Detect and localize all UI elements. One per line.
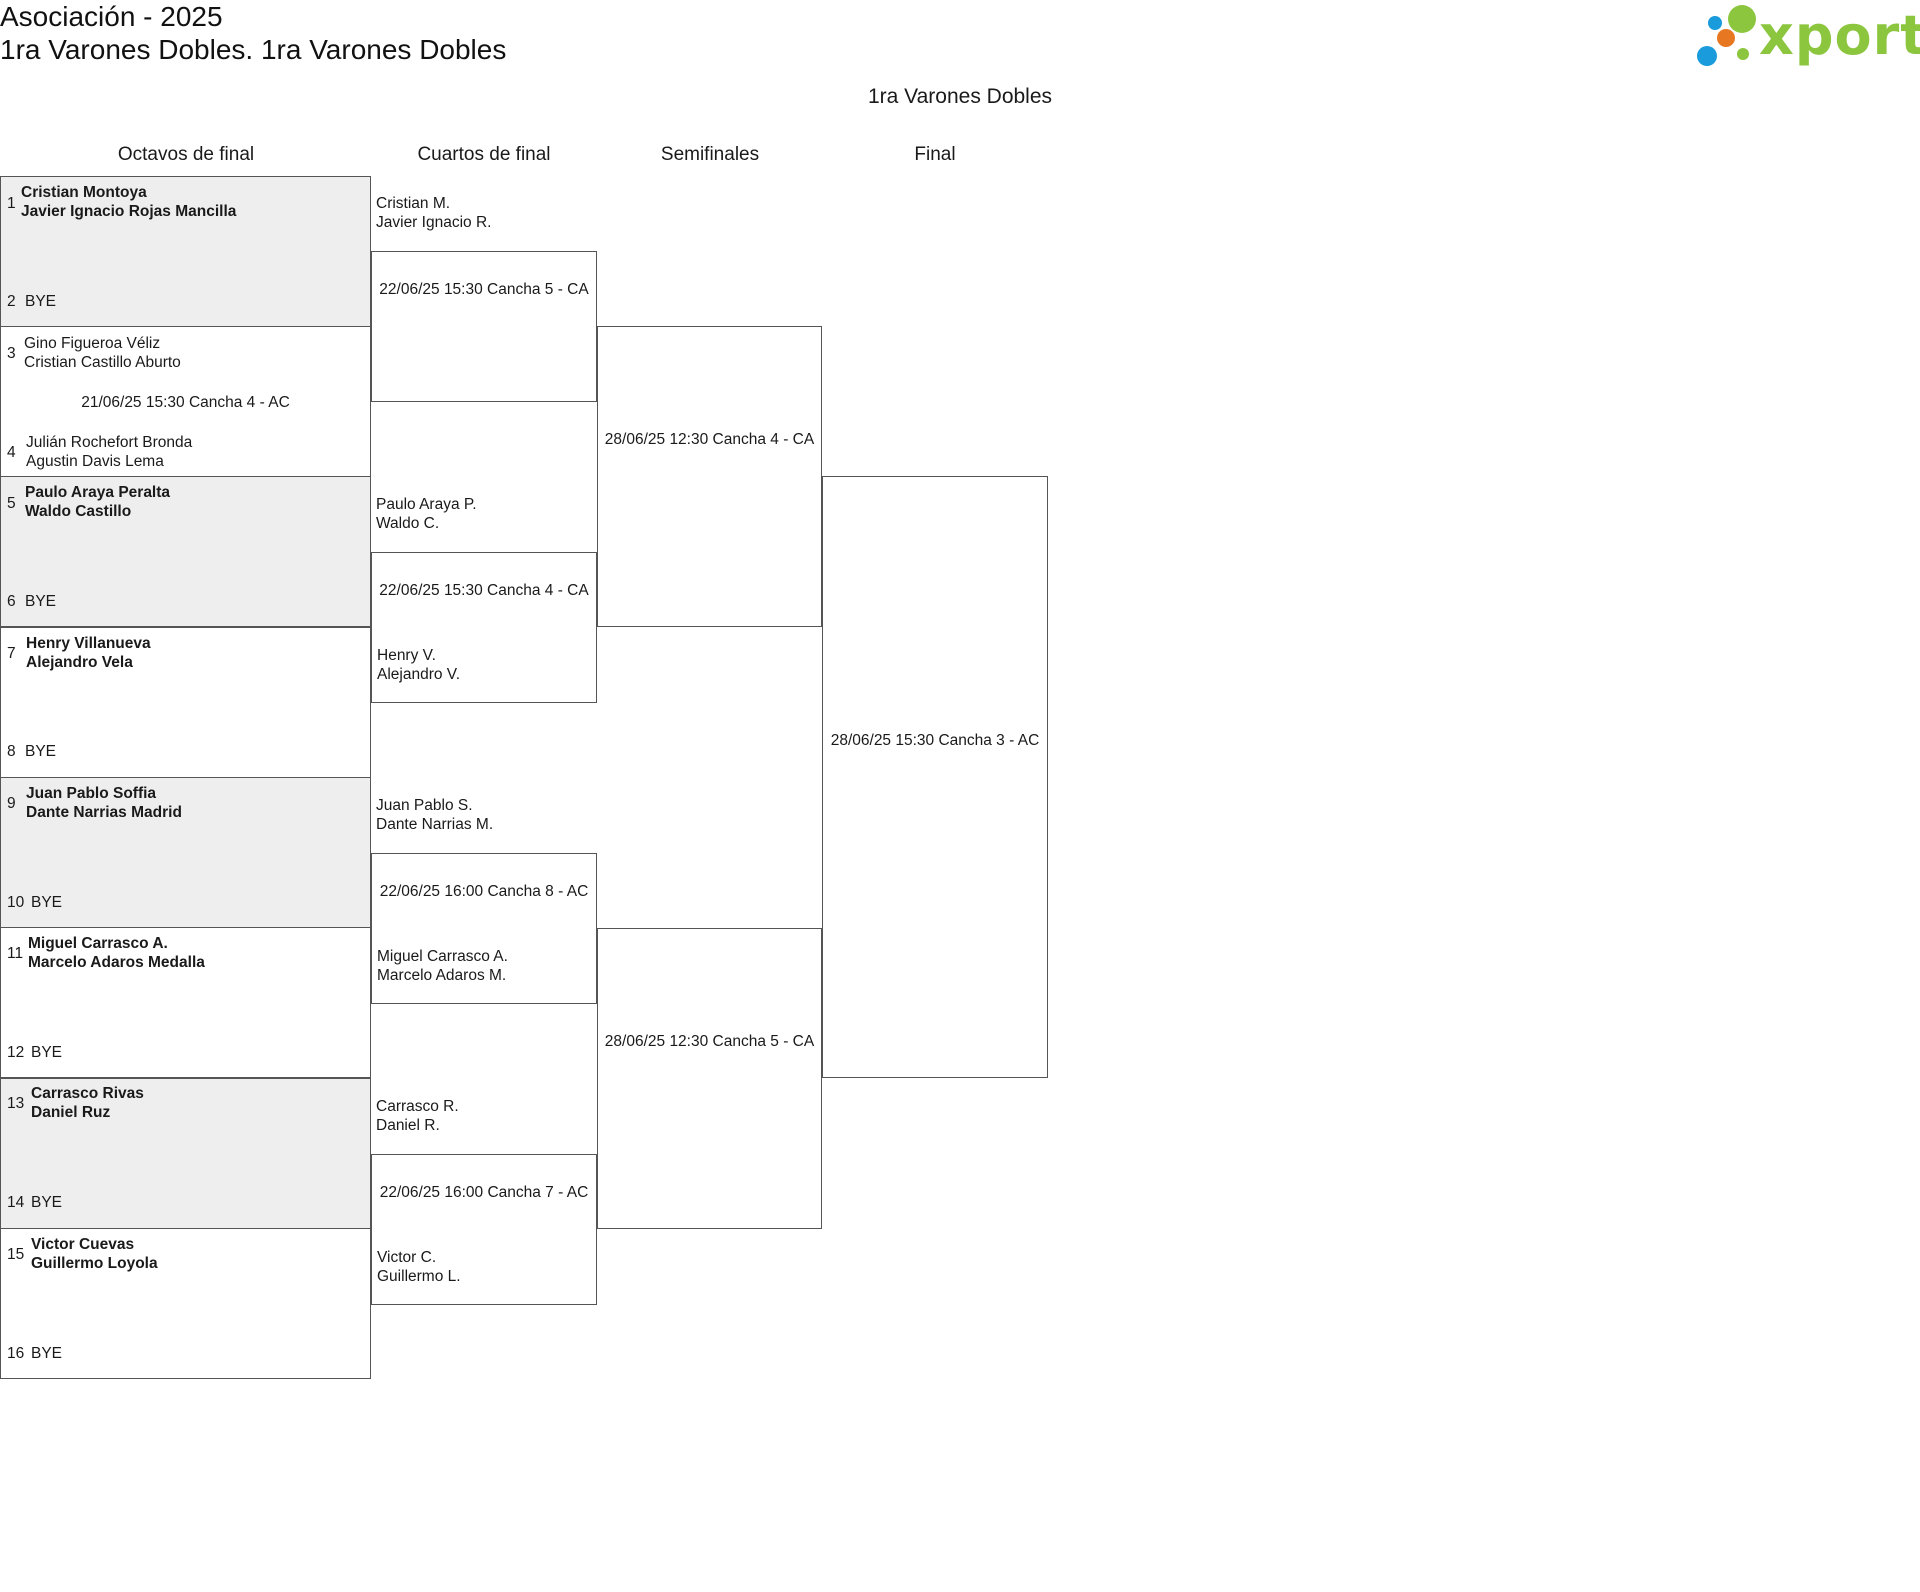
match-schedule: 22/06/25 16:00 Cancha 8 - AC: [379, 883, 589, 900]
seed-number: 8: [7, 743, 16, 760]
player-name: BYE: [25, 293, 57, 310]
semifinal-match-2[interactable]: 28/06/25 12:30 Cancha 5 - CA: [597, 928, 822, 1229]
qf-player-name: Carrasco R.: [376, 1098, 459, 1115]
logo-blue-dot-icon: [1697, 46, 1717, 66]
player-name: Marcelo Adaros Medalla: [28, 954, 205, 971]
octavos-match-4[interactable]: 7 Henry Villanueva Alejandro Vela 8 BYE: [0, 627, 371, 778]
qf-player-name: Daniel R.: [376, 1117, 440, 1134]
match-schedule: 22/06/25 15:30 Cancha 4 - CA: [379, 582, 589, 599]
seed-number: 16: [7, 1345, 25, 1362]
player-name: Cristian Montoya: [21, 184, 147, 201]
qf-player-name: Miguel Carrasco A.: [377, 948, 508, 965]
player-name: Daniel Ruz: [31, 1104, 111, 1121]
seed-number: 3: [7, 345, 16, 362]
logo-green-dot-icon: [1728, 5, 1756, 33]
match-schedule: 21/06/25 15:30 Cancha 4 - AC: [81, 394, 290, 411]
qf-player-name: Alejandro V.: [377, 666, 461, 683]
seed-number: 11: [7, 945, 24, 962]
qf-player-name: Waldo C.: [376, 515, 440, 532]
player-name: BYE: [31, 1194, 63, 1211]
player-name: Javier Ignacio Rojas Mancilla: [21, 203, 237, 220]
round-label-semifinales: Semifinales: [660, 144, 760, 165]
player-name: BYE: [31, 894, 63, 911]
player-name: Guillermo Loyola: [31, 1255, 158, 1272]
player-name: BYE: [31, 1044, 63, 1061]
cuartos-match-4[interactable]: 22/06/25 16:00 Cancha 7 - AC Victor C. G…: [371, 1154, 597, 1305]
octavos-match-3[interactable]: 5 Paulo Araya Peralta Waldo Castillo 6 B…: [0, 476, 371, 627]
semifinal-match-1[interactable]: 28/06/25 12:30 Cancha 4 - CA: [597, 326, 822, 627]
qf-player-name: Marcelo Adaros M.: [377, 967, 507, 984]
player-name: Alejandro Vela: [26, 654, 133, 671]
cuartos-match-1[interactable]: 22/06/25 15:30 Cancha 5 - CA: [371, 251, 597, 402]
player-name: Victor Cuevas: [31, 1236, 135, 1253]
seed-number: 12: [7, 1044, 25, 1061]
seed-number: 13: [7, 1095, 25, 1112]
player-name: Dante Narrias Madrid: [26, 804, 182, 821]
seed-number: 5: [7, 495, 16, 512]
cuartos-match-3[interactable]: 22/06/25 16:00 Cancha 8 - AC Miguel Carr…: [371, 853, 597, 1004]
logo-green-dot-small-icon: [1737, 48, 1749, 60]
seed-number: 9: [7, 795, 16, 812]
cuartos-match-2[interactable]: 22/06/25 15:30 Cancha 4 - CA Henry V. Al…: [371, 552, 597, 703]
player-name: Carrasco Rivas: [31, 1085, 144, 1102]
round-label-cuartos: Cuartos de final: [417, 144, 551, 165]
octavos-match-6[interactable]: 11 Miguel Carrasco A. Marcelo Adaros Med…: [0, 927, 371, 1078]
qf-player-name: Javier Ignacio R.: [376, 214, 492, 231]
player-name: Juan Pablo Soffia: [26, 785, 157, 802]
seed-number: 10: [7, 894, 25, 911]
category-title: 1ra Varones Dobles. 1ra Varones Dobles: [0, 34, 507, 65]
final-match[interactable]: 28/06/25 15:30 Cancha 3 - AC: [822, 476, 1048, 1078]
player-name: BYE: [25, 743, 57, 760]
octavos-match-5[interactable]: 9 Juan Pablo Soffia Dante Narrias Madrid…: [0, 777, 371, 928]
seed-number: 1: [7, 195, 16, 212]
match-schedule: 28/06/25 15:30 Cancha 3 - AC: [830, 732, 1040, 749]
seed-number: 6: [7, 593, 16, 610]
octavos-match-8[interactable]: 15 Victor Cuevas Guillermo Loyola 16 BYE: [0, 1228, 371, 1379]
qf-player-name: Guillermo L.: [377, 1268, 461, 1285]
player-name: Gino Figueroa Véliz: [24, 335, 161, 352]
association-title: Asociación - 2025: [0, 1, 223, 32]
player-name: Cristian Castillo Aburto: [24, 354, 181, 371]
logo-text: xporty: [1759, 4, 1920, 67]
qf-player-name: Juan Pablo S.: [376, 797, 473, 814]
player-name: BYE: [25, 593, 57, 610]
seed-number: 15: [7, 1246, 25, 1263]
seed-number: 14: [7, 1194, 25, 1211]
player-name: Julián Rochefort Bronda: [26, 434, 193, 451]
player-name: Paulo Araya Peralta: [25, 484, 171, 501]
logo-blue-dot-small-icon: [1708, 16, 1722, 30]
qf-player-name: Cristian M.: [376, 195, 451, 212]
player-name: Miguel Carrasco A.: [28, 935, 168, 952]
player-name: Waldo Castillo: [25, 503, 132, 520]
round-label-final: Final: [914, 144, 956, 165]
player-name: BYE: [31, 1345, 63, 1362]
qf-player-name: Dante Narrias M.: [376, 816, 494, 833]
match-schedule: 22/06/25 15:30 Cancha 5 - CA: [379, 281, 589, 298]
seed-number: 4: [7, 444, 16, 461]
match-schedule: 22/06/25 16:00 Cancha 7 - AC: [379, 1184, 589, 1201]
match-schedule: 28/06/25 12:30 Cancha 4 - CA: [604, 431, 815, 448]
player-name: Agustin Davis Lema: [26, 453, 164, 470]
match-schedule: 28/06/25 12:30 Cancha 5 - CA: [604, 1033, 815, 1050]
octavos-match-7[interactable]: 13 Carrasco Rivas Daniel Ruz 14 BYE: [0, 1078, 371, 1229]
qf-player-name: Paulo Araya P.: [376, 496, 477, 513]
logo-orange-dot-icon: [1717, 29, 1735, 47]
bracket-title: 1ra Varones Dobles: [867, 85, 1053, 108]
xporty-logo: xporty: [1697, 4, 1920, 68]
octavos-match-1[interactable]: 1 Cristian Montoya Javier Ignacio Rojas …: [0, 176, 371, 327]
round-label-octavos: Octavos de final: [117, 144, 255, 165]
seed-number: 2: [7, 293, 16, 310]
player-name: Henry Villanueva: [26, 635, 151, 652]
seed-number: 7: [7, 645, 16, 662]
qf-player-name: Henry V.: [377, 647, 436, 664]
qf-player-name: Victor C.: [377, 1249, 437, 1266]
octavos-match-2[interactable]: 3 Gino Figueroa Véliz Cristian Castillo …: [0, 326, 371, 477]
